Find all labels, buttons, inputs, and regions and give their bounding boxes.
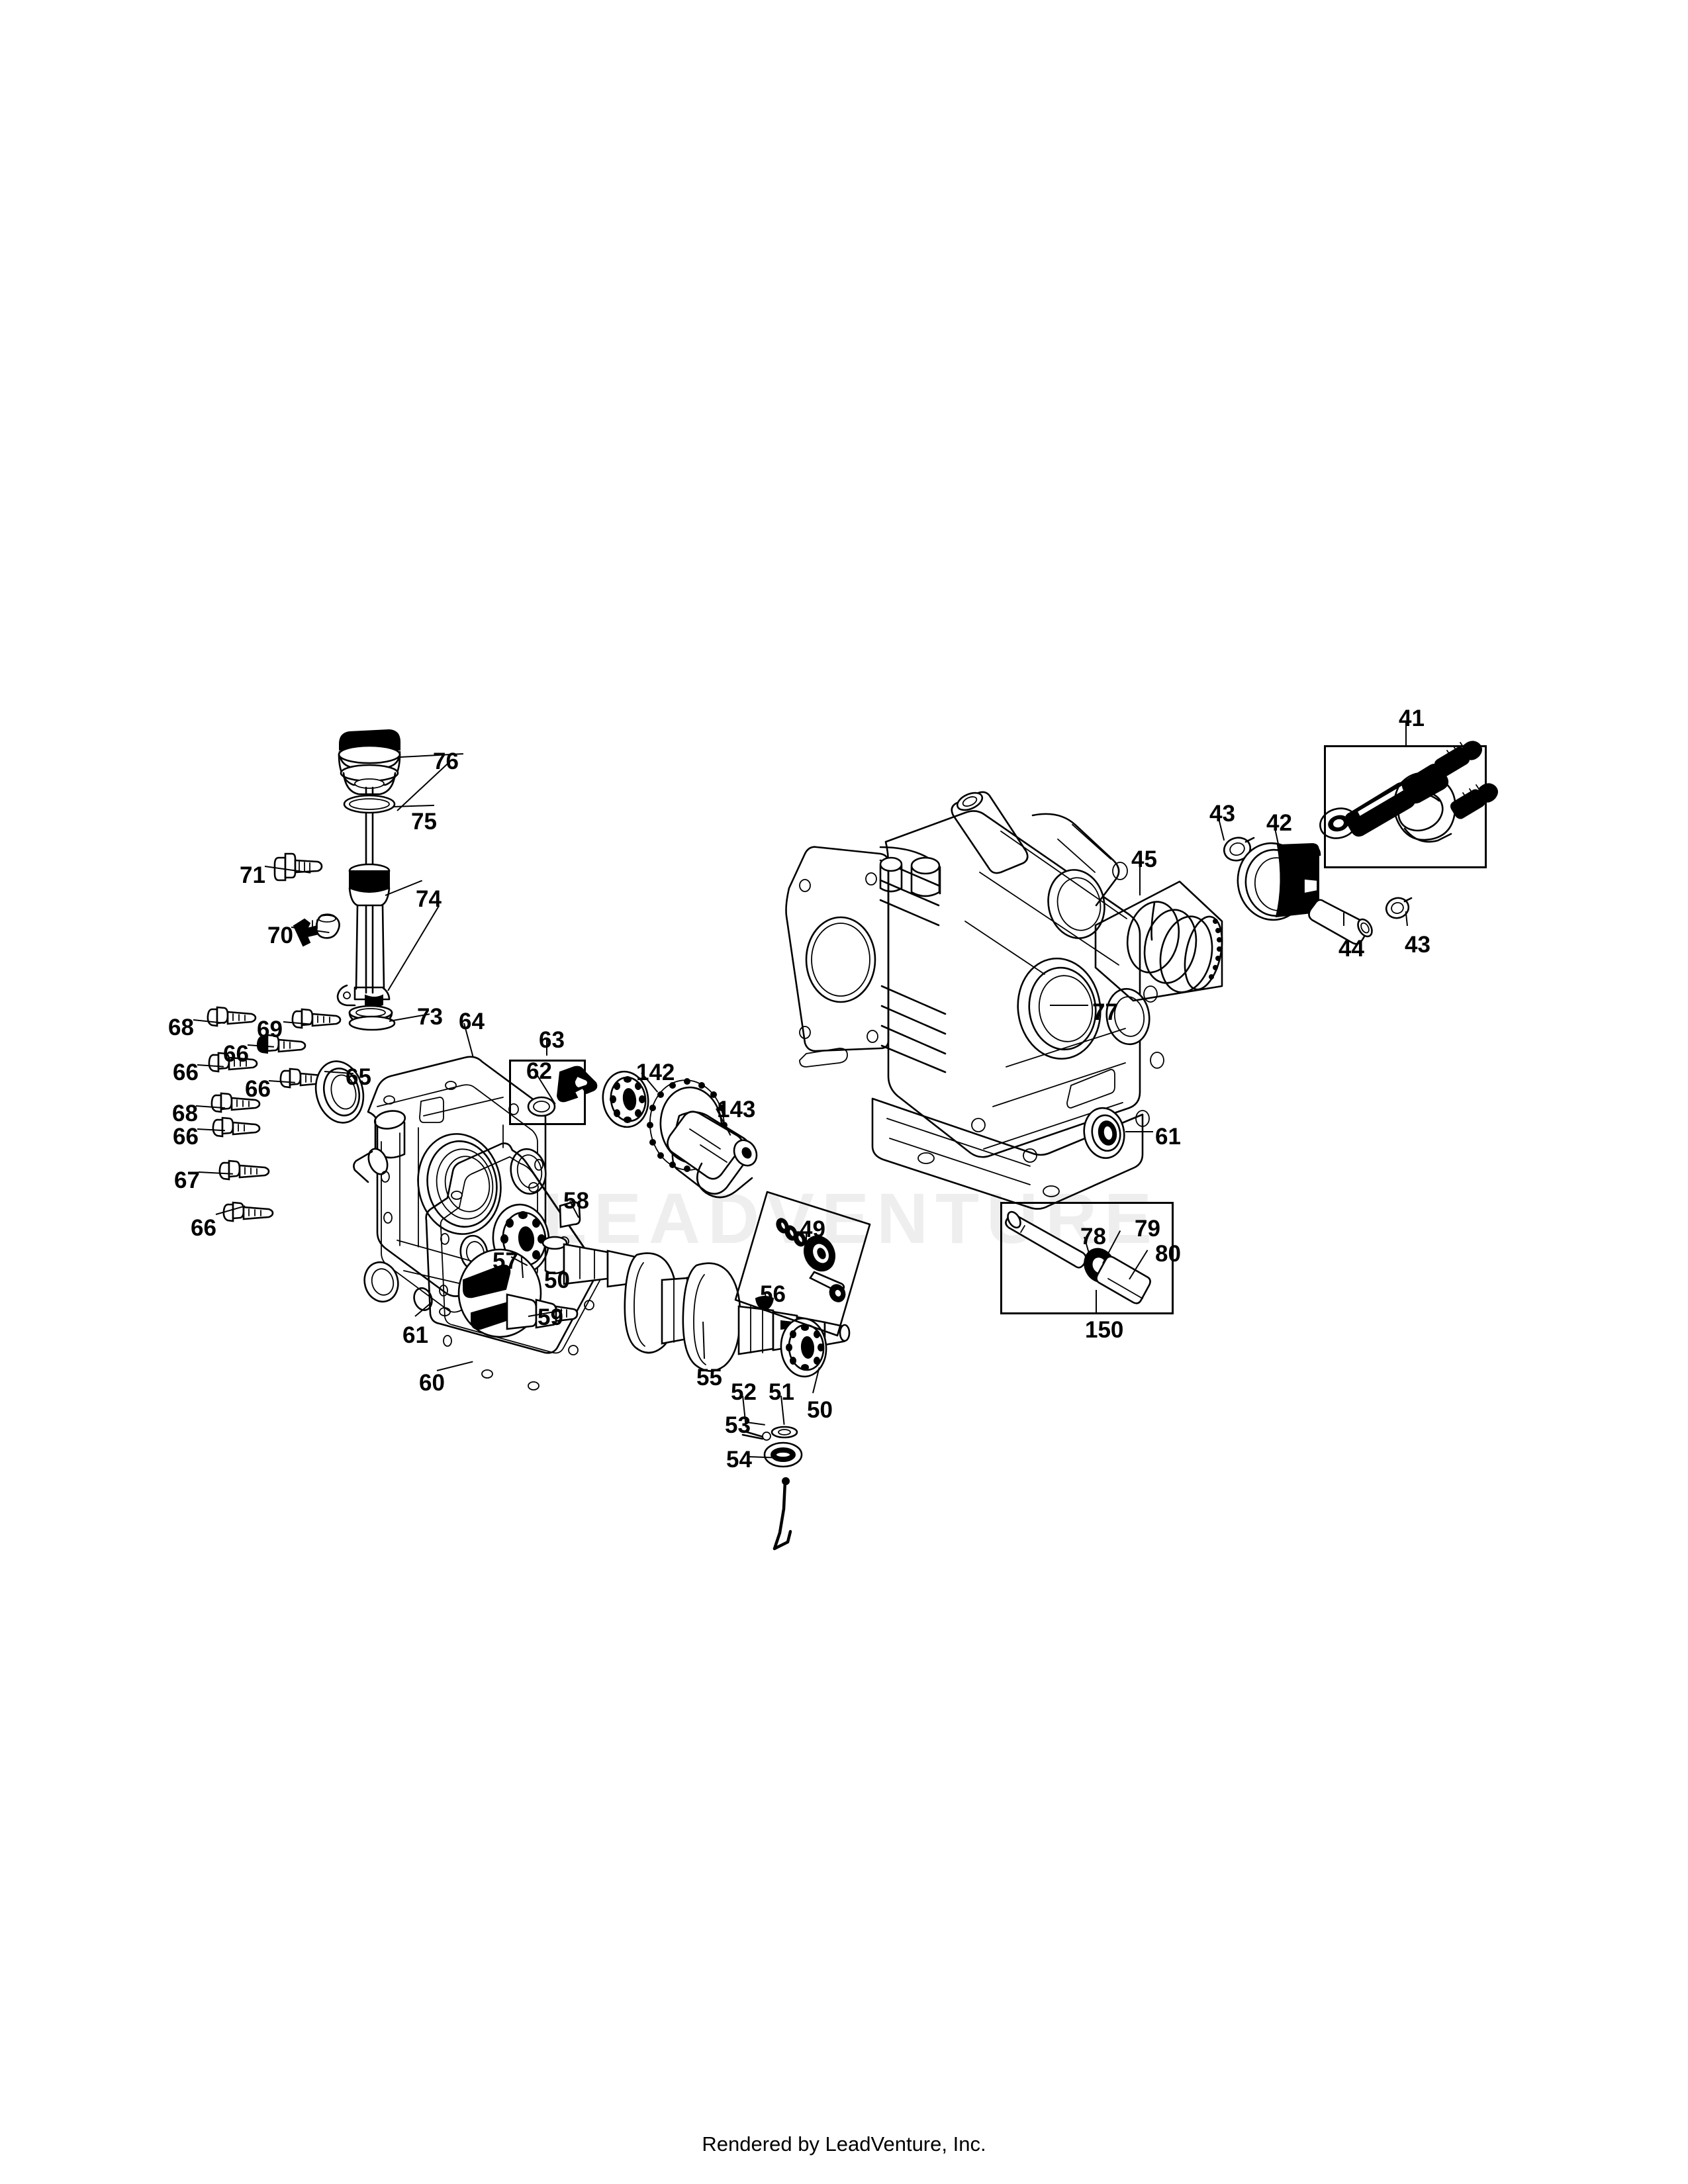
callout-50L: 50 xyxy=(544,1267,570,1293)
callout-66e: 66 xyxy=(191,1215,216,1241)
callout-57: 57 xyxy=(492,1248,518,1274)
leader-75 xyxy=(393,804,434,807)
callout-70: 70 xyxy=(267,923,293,948)
callout-77: 77 xyxy=(1092,999,1118,1025)
leader-43l xyxy=(1405,911,1408,927)
leader-69 xyxy=(283,1021,311,1025)
callout-75: 75 xyxy=(411,809,437,835)
piston-clip-43-upper xyxy=(1223,837,1255,862)
callout-50R: 50 xyxy=(807,1397,833,1423)
callout-74: 74 xyxy=(416,886,442,912)
leader-44 xyxy=(1343,913,1344,926)
leader-61R xyxy=(1125,1131,1153,1132)
callout-78: 78 xyxy=(1080,1224,1106,1250)
leader-68b xyxy=(195,1105,225,1109)
callout-68b: 68 xyxy=(172,1101,198,1126)
oil-seal-61-right xyxy=(1083,1107,1125,1160)
leader-150 xyxy=(1096,1290,1097,1314)
callout-60: 60 xyxy=(419,1370,445,1396)
leader-55 xyxy=(702,1321,705,1359)
callout-66b: 66 xyxy=(173,1060,199,1085)
callout-79: 79 xyxy=(1135,1216,1160,1242)
callout-76: 76 xyxy=(433,749,459,774)
bearing-50-right xyxy=(780,1317,827,1378)
leader-70 xyxy=(291,927,330,934)
callout-63: 63 xyxy=(539,1027,565,1053)
callout-49: 49 xyxy=(800,1216,825,1242)
bolt-71 xyxy=(273,852,323,882)
callout-52: 52 xyxy=(731,1379,757,1405)
leader-71 xyxy=(264,866,311,874)
callout-64: 64 xyxy=(459,1009,485,1034)
callout-54: 54 xyxy=(726,1447,752,1473)
leader-66b xyxy=(197,1064,224,1068)
leader-77 xyxy=(1050,1005,1088,1006)
leader-74b xyxy=(387,905,440,991)
callout-51: 51 xyxy=(769,1379,794,1405)
callout-62: 62 xyxy=(526,1058,552,1084)
leader-66d xyxy=(197,1128,225,1132)
callout-67: 67 xyxy=(174,1167,200,1193)
connecting-rod-box-41 xyxy=(1324,745,1487,868)
leader-68a xyxy=(193,1019,225,1024)
callout-66d: 66 xyxy=(173,1124,199,1150)
callout-56: 56 xyxy=(760,1281,786,1307)
leader-66c xyxy=(268,1080,295,1083)
callout-44: 44 xyxy=(1338,936,1364,962)
callout-80: 80 xyxy=(1155,1241,1181,1267)
callout-71: 71 xyxy=(240,862,265,888)
callout-68a: 68 xyxy=(168,1015,194,1040)
leader-66e xyxy=(215,1205,246,1215)
callout-69: 69 xyxy=(257,1017,283,1042)
leader-66a xyxy=(247,1044,274,1048)
callout-45: 45 xyxy=(1131,846,1157,872)
callout-55: 55 xyxy=(696,1365,722,1390)
callout-66c: 66 xyxy=(245,1076,271,1102)
small-hardware xyxy=(741,1426,803,1551)
callout-66a: 66 xyxy=(223,1041,249,1067)
leader-50R xyxy=(812,1367,820,1394)
callout-43l: 43 xyxy=(1405,932,1430,958)
callout-61L: 61 xyxy=(402,1322,428,1348)
callout-59: 59 xyxy=(538,1304,563,1330)
piston-ring-set-45 xyxy=(1094,880,1223,1002)
callout-65: 65 xyxy=(346,1064,371,1090)
callout-61R: 61 xyxy=(1155,1124,1181,1150)
callout-53: 53 xyxy=(725,1412,751,1438)
callout-41: 41 xyxy=(1399,705,1425,731)
callout-143: 143 xyxy=(717,1097,756,1122)
callout-73: 73 xyxy=(417,1004,443,1030)
footer-credit: Rendered by LeadVenture, Inc. xyxy=(702,2132,986,2156)
piston-clip-43-lower xyxy=(1385,897,1413,919)
callout-142: 142 xyxy=(636,1060,675,1085)
callout-58: 58 xyxy=(563,1188,589,1214)
callout-42: 42 xyxy=(1266,810,1292,836)
leader-67 xyxy=(198,1171,233,1175)
callout-150: 150 xyxy=(1085,1317,1124,1343)
leader-61L xyxy=(414,1302,432,1317)
leader-50L xyxy=(520,1255,524,1279)
piston-42 xyxy=(1237,842,1321,921)
callout-43u: 43 xyxy=(1209,801,1235,827)
